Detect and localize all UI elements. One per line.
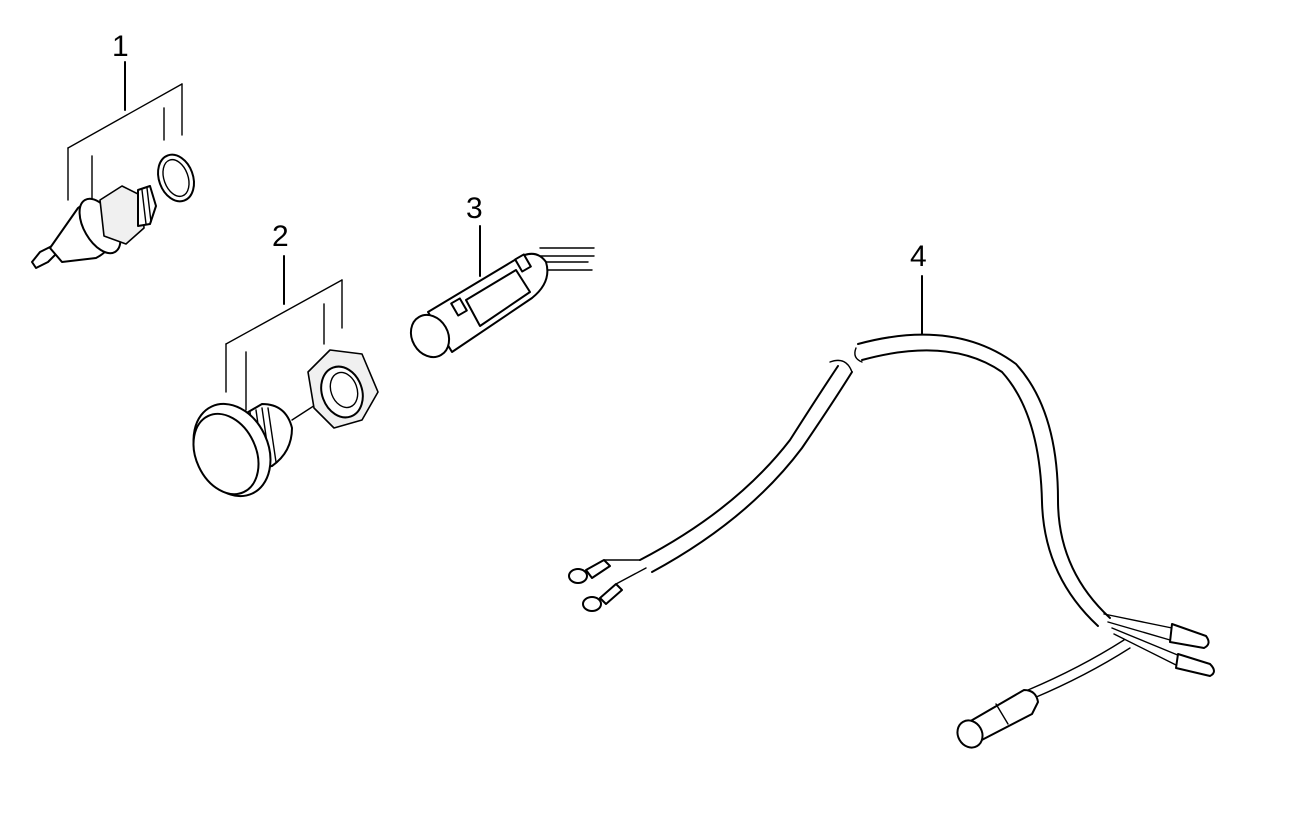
o-ring <box>157 153 195 203</box>
callout-2-label: 2 <box>272 220 289 253</box>
callout-1-bracket <box>67 61 183 201</box>
hex-nut <box>307 349 379 429</box>
part-4-group: 4 <box>568 240 1215 749</box>
part-3-group: 3 <box>409 192 595 359</box>
callout-4-label: 4 <box>910 240 927 273</box>
part-1-group: 1 <box>31 30 195 269</box>
callout-1-label: 1 <box>112 30 129 63</box>
part-2-group: 2 <box>192 220 379 498</box>
cap-button <box>192 397 327 498</box>
cable-harness <box>568 333 1215 749</box>
callout-2-bracket <box>225 255 343 411</box>
callout-3-label: 3 <box>466 192 483 225</box>
sensor-switch <box>31 185 157 269</box>
bulb-socket <box>409 247 595 359</box>
